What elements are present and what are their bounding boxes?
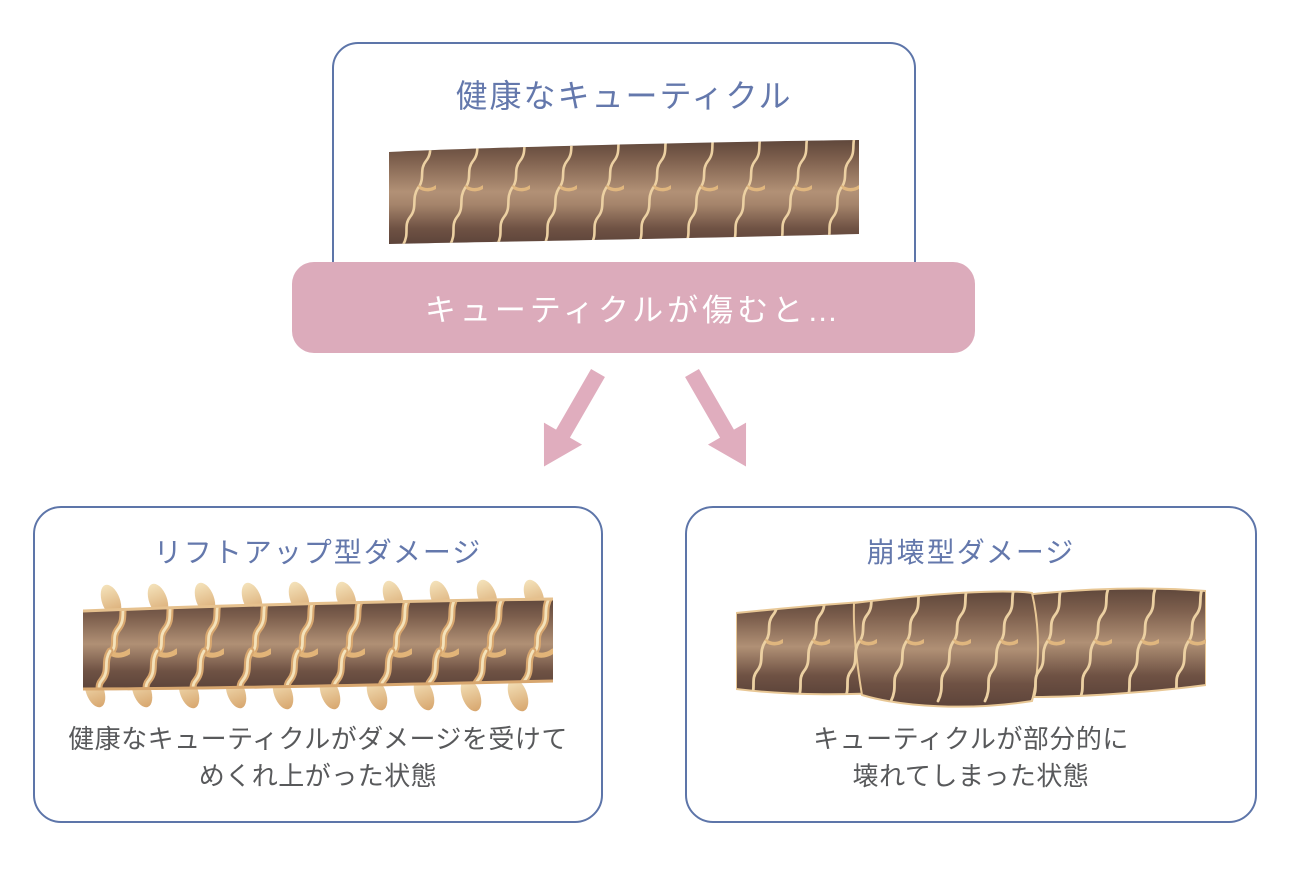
arrow-down-left-icon bbox=[543, 369, 605, 467]
lift-up-damage-title: リフトアップ型ダメージ bbox=[153, 537, 483, 568]
collapse-damage-illustration bbox=[687, 577, 1255, 712]
branch-arrows bbox=[543, 369, 747, 467]
collapse-damage-description: キューティクルが部分的に 壊れてしまった状態 bbox=[687, 721, 1255, 795]
lift-up-damage-description-line1: 健康なキューティクルがダメージを受けて bbox=[68, 724, 568, 754]
damage-banner: キューティクルが傷むと… bbox=[292, 262, 975, 353]
collapse-damage-box: 崩壊型ダメージ bbox=[685, 506, 1257, 823]
collapse-damage-description-line1: キューティクルが部分的に bbox=[813, 724, 1129, 754]
lift-up-damage-box: リフトアップ型ダメージ bbox=[33, 506, 603, 823]
healthy-cuticle-box: 健康なキューティクル bbox=[332, 42, 916, 302]
healthy-cuticle-title: 健康なキューティクル bbox=[455, 78, 793, 114]
damage-banner-label: キューティクルが傷むと… bbox=[424, 293, 843, 328]
lift-up-damage-illustration bbox=[35, 577, 601, 712]
healthy-cuticle-illustration bbox=[334, 130, 914, 248]
collapse-damage-title: 崩壊型ダメージ bbox=[866, 537, 1076, 568]
collapse-damage-description-line2: 壊れてしまった状態 bbox=[852, 761, 1090, 791]
lift-up-damage-description-line2: めくれ上がった状態 bbox=[198, 761, 438, 791]
lift-up-damage-description: 健康なキューティクルがダメージを受けて めくれ上がった状態 bbox=[35, 721, 601, 795]
arrow-down-right-icon bbox=[685, 369, 747, 467]
